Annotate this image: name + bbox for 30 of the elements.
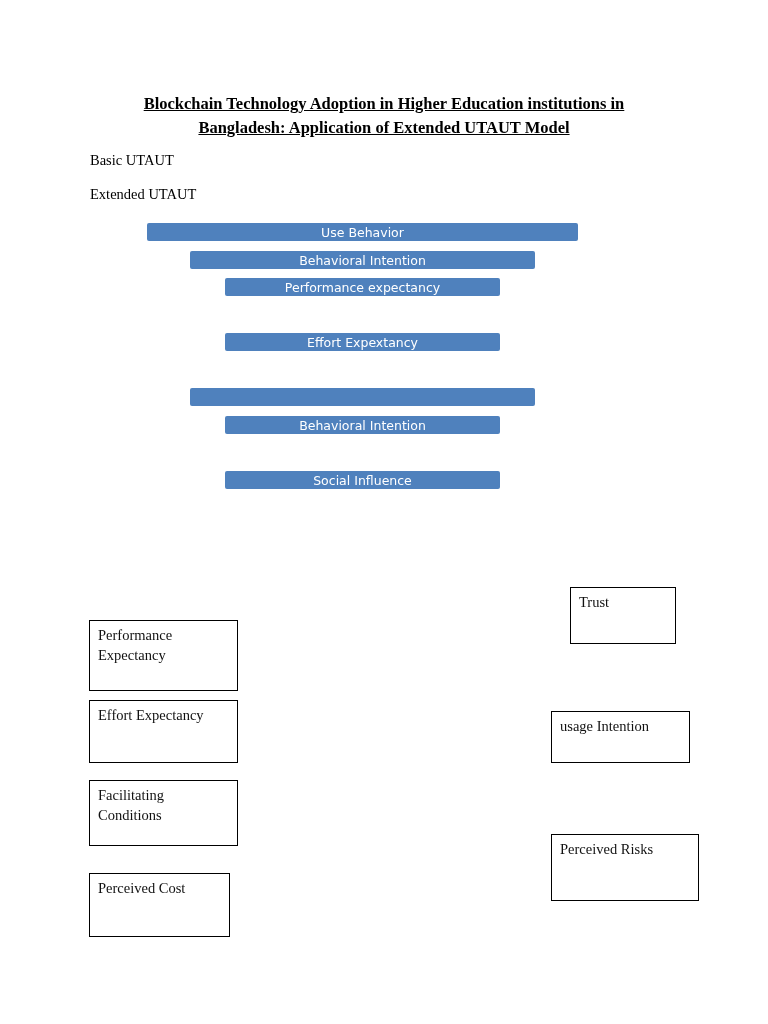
title: Blockchain Technology Adoption in Higher Education institutions in Bangladesh: Application of Extended UTAUT Model bbox=[142, 93, 626, 139]
construct-bar bbox=[225, 416, 500, 434]
construct-bar bbox=[190, 251, 535, 269]
construct-box bbox=[89, 780, 238, 846]
construct-label: Trust bbox=[579, 593, 611, 612]
construct-label: usage Intention bbox=[560, 717, 650, 736]
construct-label: Perceived Risks bbox=[560, 840, 655, 859]
construct-label: Perceived Cost bbox=[98, 879, 187, 898]
construct-label: Behavioral Intention bbox=[299, 417, 426, 433]
construct-label: Effort Expextancy bbox=[307, 334, 418, 350]
construct-bar bbox=[190, 388, 535, 406]
construct-box bbox=[570, 587, 676, 644]
construct-bar bbox=[225, 278, 500, 296]
construct-label: Facilitating Conditions bbox=[98, 786, 166, 825]
construct-bar bbox=[225, 333, 500, 351]
section-label: Extended UTAUT bbox=[90, 186, 197, 203]
construct-label: Use Behavior bbox=[321, 224, 404, 240]
construct-box bbox=[89, 620, 238, 691]
construct-label: Performance expectancy bbox=[284, 279, 441, 295]
construct-label: Social Influence bbox=[313, 472, 412, 488]
construct-label: Performance Expectancy bbox=[98, 626, 174, 665]
construct-box bbox=[89, 700, 238, 763]
construct-label: Effort Expectancy bbox=[98, 706, 205, 725]
section-label: Basic UTAUT bbox=[90, 152, 174, 169]
construct-label: Behavioral Intention bbox=[299, 252, 426, 268]
construct-bar bbox=[225, 471, 500, 489]
construct-box bbox=[551, 834, 699, 901]
construct-bar bbox=[147, 223, 578, 241]
construct-box bbox=[89, 873, 230, 937]
construct-box bbox=[551, 711, 690, 763]
